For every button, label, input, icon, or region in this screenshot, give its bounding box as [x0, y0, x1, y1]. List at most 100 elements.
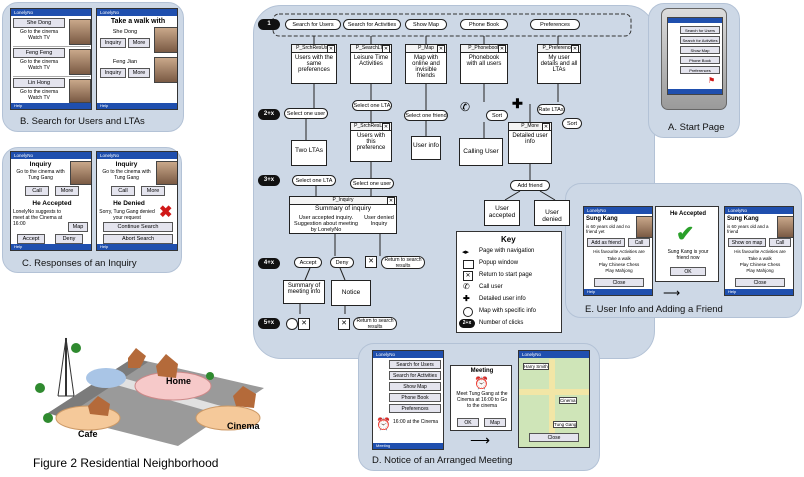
return-start-icon[interactable]: ✕	[382, 123, 390, 131]
call-button[interactable]: Call	[25, 186, 49, 196]
inquiry-button[interactable]: Inquiry	[100, 38, 126, 48]
screen-users-results: P_SrchResUser ✕ Users with the same pref…	[291, 44, 337, 84]
screen-body: Users with the same preferences	[294, 55, 333, 73]
user-name[interactable]: She Dong	[13, 18, 65, 28]
deny-oval[interactable]: Deny	[330, 257, 354, 268]
call-button[interactable]: Call	[769, 238, 791, 247]
user-row[interactable]: Lin Hong Go to the cinema Watch TV	[13, 78, 91, 104]
return-start-icon[interactable]: ✕	[327, 45, 335, 53]
select-friend-oval[interactable]: Select one friend	[404, 110, 448, 121]
map-label-place: Cinema	[559, 397, 577, 404]
close-button[interactable]: Close	[529, 433, 579, 442]
user-name[interactable]: Feng Feng	[13, 48, 65, 58]
return-start-icon[interactable]: ✕	[338, 318, 350, 330]
more-button[interactable]: More	[128, 38, 150, 48]
more-button[interactable]: More	[128, 68, 150, 78]
flow-show-map[interactable]: Show Map	[405, 19, 447, 30]
menu-bar: Help	[11, 103, 91, 109]
start-phone-book-button[interactable]: Phone Book	[680, 56, 720, 64]
clicks-badge: 2+x	[258, 109, 280, 120]
start-preferences-button[interactable]: Preferences	[680, 66, 720, 74]
inquiry-title: Inquiry	[29, 161, 52, 168]
ok-button[interactable]: OK	[457, 418, 479, 427]
menu-bar: Help	[725, 289, 793, 295]
inquiry-button[interactable]: Inquiry	[100, 68, 126, 78]
map-label-home: Home	[166, 376, 192, 386]
sort-oval[interactable]: Sort	[562, 118, 582, 129]
call-button[interactable]: Call	[111, 186, 135, 196]
select-user-oval[interactable]: Select one user	[284, 108, 328, 119]
menu-search-users-button[interactable]: Search for Users	[389, 360, 441, 369]
clicks-badge-sample: 2+x	[459, 319, 475, 328]
return-start-icon[interactable]: ✕	[498, 45, 506, 53]
start-search-activities-button[interactable]: Search for Activities	[680, 36, 720, 44]
start-show-map-button[interactable]: Show Map	[680, 46, 720, 54]
return-start-icon[interactable]: ✕	[437, 45, 445, 53]
avatar	[636, 216, 652, 238]
ok-button[interactable]: OK	[670, 267, 706, 276]
menu-preferences-button[interactable]: Preferences	[389, 404, 441, 413]
call-button[interactable]: Call	[628, 238, 650, 247]
menu-show-map-button[interactable]: Show Map	[389, 382, 441, 391]
add-friend-button[interactable]: Add as friend	[587, 238, 625, 247]
menu-search-activities-button[interactable]: Search for Activities	[389, 371, 441, 380]
more-button[interactable]: More	[55, 186, 79, 196]
navigation-arrows-icon: ◂▸	[462, 249, 470, 256]
panel-a-caption: A. Start Page	[668, 122, 725, 133]
phone-icon: ✆	[463, 282, 470, 291]
accept-button[interactable]: Accept	[17, 234, 45, 244]
rate-ltas-oval[interactable]: Rate LTAs	[537, 104, 565, 115]
return-start-icon[interactable]: ✕	[298, 318, 310, 330]
flow-preferences[interactable]: Preferences	[530, 19, 580, 30]
panel-d-caption: D. Notice of an Arranged Meeting	[372, 455, 513, 466]
avatar	[69, 79, 91, 103]
panel-c-accepted-screen: LonelyNo Inquiry Go to the cinema with T…	[10, 151, 92, 251]
close-button[interactable]: Close	[735, 278, 785, 287]
select-lta-oval[interactable]: Select one LTA	[292, 175, 336, 186]
panel-e-caption: E. User Info and Adding a Friend	[585, 304, 723, 315]
flow-search-users[interactable]: Search for Users	[285, 19, 341, 30]
show-on-map-button[interactable]: Show on map	[728, 238, 766, 247]
circle-icon	[463, 307, 473, 317]
clicks-badge: 1	[258, 19, 280, 30]
select-lta-oval[interactable]: Select one LTA	[352, 100, 392, 111]
close-button[interactable]: Close	[594, 278, 644, 287]
return-start-icon[interactable]: ✕	[571, 45, 579, 53]
return-start-icon[interactable]: ✕	[365, 256, 377, 268]
avatar	[69, 19, 91, 45]
select-user-oval[interactable]: Select one user	[350, 178, 394, 189]
menu-phone-book-button[interactable]: Phone Book	[389, 393, 441, 402]
flow-search-activities[interactable]: Search for Activities	[343, 19, 401, 30]
more-button[interactable]: More	[141, 186, 165, 196]
user-row[interactable]: She Dong Go to the cinema Watch TV	[13, 18, 91, 47]
deny-button[interactable]: Deny	[55, 234, 83, 244]
inquiry-message: Go to the cinema with Tung Gang	[102, 169, 151, 181]
user-row[interactable]: Feng Feng Go to the cinema Watch TV	[13, 48, 91, 77]
screen-title: P_SrchResLTA	[351, 123, 391, 131]
detailed-info-plus-icon[interactable]: ✚	[512, 96, 523, 111]
return-start-icon[interactable]: ✕	[382, 45, 390, 53]
panel-b-lta-screen: LonelyNo Take a walk with She Dong Inqui…	[96, 8, 178, 110]
map-button[interactable]: Map	[68, 222, 88, 232]
map-button[interactable]: Map	[484, 418, 506, 427]
return-start-icon[interactable]: ✕	[387, 197, 395, 205]
return-results-oval[interactable]: Return to search results	[381, 256, 425, 269]
screen-body: Map with online and invisible friends	[412, 55, 440, 79]
key-item: Detailed user info	[479, 296, 526, 302]
start-search-users-button[interactable]: Search for Users	[680, 26, 720, 34]
return-results-oval[interactable]: Return to search results	[353, 317, 397, 330]
menu-bar: Help	[11, 244, 91, 250]
call-user-icon[interactable]: ✆	[460, 100, 471, 114]
abort-search-button[interactable]: Abort Search	[103, 234, 173, 244]
user-name[interactable]: Lin Hong	[13, 78, 65, 88]
continue-search-button[interactable]: Continue Search	[103, 222, 173, 232]
add-friend-oval[interactable]: Add friend	[510, 180, 550, 191]
sort-oval[interactable]: Sort	[486, 110, 508, 121]
map-specific-icon[interactable]	[286, 318, 298, 330]
accept-oval[interactable]: Accept	[294, 257, 322, 268]
calling-user-popup: Calling User	[459, 138, 503, 166]
flow-phone-book[interactable]: Phone Book	[460, 19, 508, 30]
return-start-icon: ✕	[463, 271, 473, 281]
return-start-icon[interactable]: ✕	[542, 123, 550, 131]
